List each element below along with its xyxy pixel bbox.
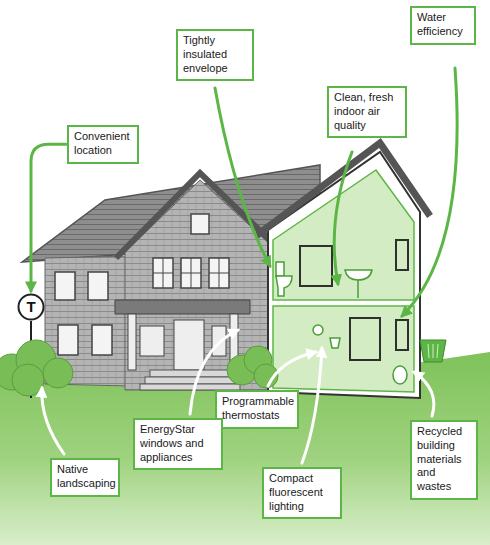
callout-box: Compact fluorescent lighting bbox=[262, 467, 342, 519]
callout-text: Compact fluorescent lighting bbox=[269, 472, 336, 513]
callout-text: Convenient location bbox=[74, 130, 133, 158]
leader-arrow bbox=[31, 144, 66, 291]
callout-box: Programmable thermostats bbox=[215, 390, 299, 429]
callout-box: Clean, fresh indoor air quality bbox=[327, 86, 407, 138]
callout-text: Tightly insulated envelope bbox=[183, 34, 248, 75]
sign-letter: T bbox=[17, 293, 45, 321]
callout-box: Recycled building materials and wastes bbox=[410, 420, 478, 500]
callout-box: Tightly insulated envelope bbox=[176, 29, 254, 81]
callout-box: Convenient location bbox=[67, 125, 139, 164]
transit-sign: T bbox=[17, 293, 45, 321]
callout-box: EnergyStar windows and appliances bbox=[133, 418, 223, 470]
callout-text: Water efficiency bbox=[417, 11, 470, 39]
callout-box: Native landscaping bbox=[50, 458, 120, 497]
callout-text: Native landscaping bbox=[57, 463, 114, 491]
callout-text: Programmable thermostats bbox=[222, 395, 293, 423]
callout-text: Recycled building materials and wastes bbox=[417, 425, 472, 494]
callout-text: EnergyStar windows and appliances bbox=[140, 423, 217, 464]
callout-text: Clean, fresh indoor air quality bbox=[334, 91, 401, 132]
callout-box: Water efficiency bbox=[410, 6, 476, 45]
